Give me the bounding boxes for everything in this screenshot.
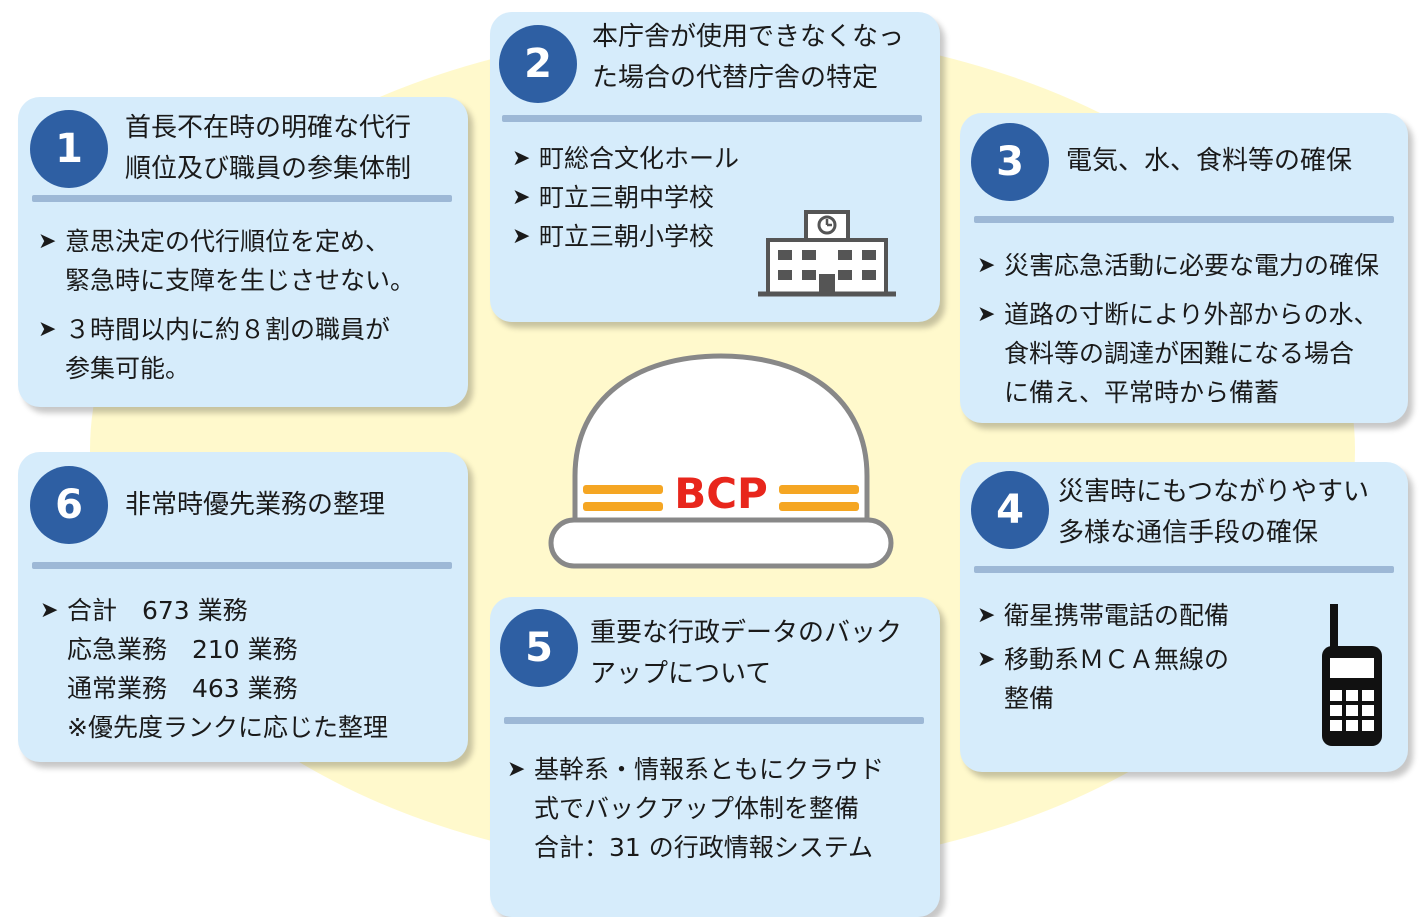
card-3-title: 電気、水、食料等の確保 (1066, 146, 1353, 176)
card-6-divider (32, 562, 452, 569)
bullet-arrow-icon: ➤ (512, 224, 531, 249)
bullet-arrow-icon: ➤ (977, 647, 996, 672)
card-3-number-badge: 3 (971, 123, 1049, 201)
card-2-title: 本庁舎が使用できなくなっ た場合の代替庁舎の特定 (592, 22, 905, 93)
bullet-arrow-icon: ➤ (40, 598, 59, 623)
bullet-arrow-icon: ➤ (977, 253, 996, 278)
bullet-arrow-icon: ➤ (977, 302, 996, 327)
card-3: 3 電気、水、食料等の確保 ➤ 災害応急活動に必要な電力の確保 ➤ 道路の寸断に… (960, 113, 1408, 423)
bullet-arrow-icon: ➤ (512, 146, 531, 171)
bullet-arrow-icon: ➤ (512, 185, 531, 210)
helmet-icon (548, 353, 894, 569)
card-6-item-1: 合計 673 業務 応急業務 210 業務 通常業務 463 業務 ※優先度ラン… (67, 596, 388, 742)
card-5-item-1: 基幹系・情報系ともにクラウド 式でバックアップ体制を整備 合計：31 の行政情報… (534, 755, 885, 862)
school-building-icon (758, 210, 896, 297)
card-3-item-1: 災害応急活動に必要な電力の確保 (1004, 251, 1380, 280)
card-6: 6 非常時優先業務の整理 ➤ 合計 673 業務 応急業務 210 業務 通常業… (18, 452, 468, 762)
card-5-number-badge: 5 (500, 609, 578, 687)
card-2-item-1: 町総合文化ホール (539, 144, 740, 173)
card-6-title: 非常時優先業務の整理 (125, 490, 386, 520)
card-1-item-2: ３時間以内に約８割の職員が 参集可能。 (65, 315, 391, 383)
card-3-item-2: 道路の寸断により外部からの水、 食料等の調達が困難になる場合 に備え、平常時から… (1004, 300, 1379, 407)
card-1-item-1: 意思決定の代行順位を定め、 緊急時に支障を生じさせない。 (65, 227, 416, 295)
bullet-arrow-icon: ➤ (977, 603, 996, 628)
card-5-title: 重要な行政データのバック アップについて (590, 618, 903, 689)
card-2-item-2: 町立三朝中学校 (539, 183, 715, 212)
card-4-number-badge: 4 (971, 471, 1049, 549)
card-1-divider (32, 195, 452, 202)
card-3-divider (974, 216, 1394, 223)
mobile-radio-icon (1322, 604, 1382, 746)
card-1: 1 首長不在時の明確な代行 順位及び職員の参集体制 ➤ 意思決定の代行順位を定め… (18, 97, 468, 407)
bullet-arrow-icon: ➤ (507, 757, 526, 782)
card-2: 2 本庁舎が使用できなくなっ た場合の代替庁舎の特定 ➤ 町総合文化ホール ➤ … (490, 12, 940, 322)
card-2-item-3: 町立三朝小学校 (539, 222, 715, 251)
card-5-divider (504, 717, 924, 724)
bullet-arrow-icon: ➤ (38, 229, 57, 254)
card-5: 5 重要な行政データのバック アップについて ➤ 基幹系・情報系ともにクラウド … (490, 597, 940, 917)
card-4-title: 災害時にもつながりやすい 多様な通信手段の確保 (1058, 477, 1369, 548)
card-2-divider (502, 115, 922, 122)
card-4-item-2: 移動系ＭＣＡ無線の 整備 (1004, 645, 1230, 713)
bcp-label: BCP (674, 469, 768, 518)
card-4: 4 災害時にもつながりやすい 多様な通信手段の確保 ➤ 衛星携帯電話の配備 ➤ … (960, 462, 1408, 772)
card-2-number-badge: 2 (499, 25, 577, 103)
card-1-title: 首長不在時の明確な代行 順位及び職員の参集体制 (125, 113, 412, 184)
card-6-number-badge: 6 (30, 466, 108, 544)
bullet-arrow-icon: ➤ (38, 317, 57, 342)
card-4-item-1: 衛星携帯電話の配備 (1004, 601, 1230, 630)
card-1-number-badge: 1 (30, 110, 108, 188)
card-4-divider (974, 566, 1394, 573)
